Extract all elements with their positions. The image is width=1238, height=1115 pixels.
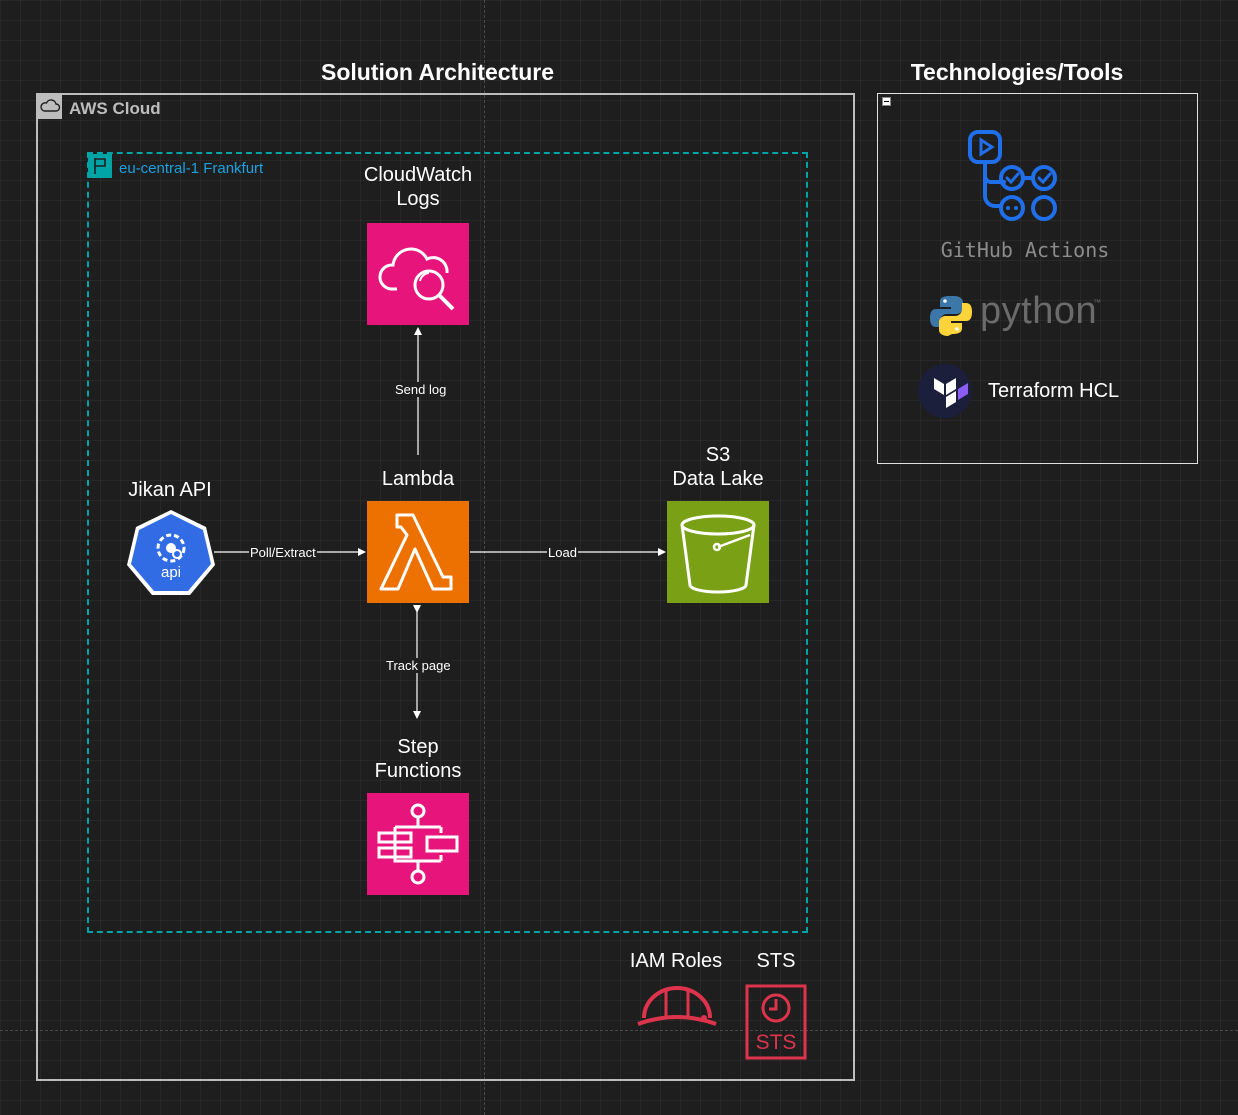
tools-box[interactable] xyxy=(877,93,1198,464)
lambda-label: Lambda xyxy=(381,468,455,490)
sts-icon-text: STS xyxy=(755,1031,797,1054)
lambda-node[interactable] xyxy=(367,501,469,603)
api-icon xyxy=(127,510,215,595)
iam-roles-node[interactable] xyxy=(636,984,718,1030)
python-icon xyxy=(930,294,972,336)
cloudwatch-icon xyxy=(367,223,469,325)
region-group[interactable] xyxy=(87,152,808,933)
page-break-horizontal xyxy=(0,1030,1238,1031)
sts-icon xyxy=(745,984,807,1060)
jikan-label: Jikan API xyxy=(128,479,212,501)
github-actions-icon xyxy=(966,130,1060,224)
edge-label-send-log: Send log xyxy=(394,382,448,397)
step-functions-node[interactable] xyxy=(367,793,469,895)
s3-bucket-icon xyxy=(667,501,769,603)
diagram-title: Solution Architecture xyxy=(321,59,554,85)
edge-label-poll: Poll/Extract xyxy=(249,545,317,560)
iam-helmet-icon xyxy=(637,986,717,1026)
collapse-icon[interactable] xyxy=(882,97,891,106)
api-icon-text: api xyxy=(160,564,182,581)
aws-cloud-label: AWS Cloud xyxy=(69,99,161,118)
step-functions-icon xyxy=(367,793,469,895)
iam-label: IAM Roles xyxy=(629,950,723,972)
cloudwatch-logs-node[interactable] xyxy=(367,223,469,325)
cloud-icon xyxy=(38,95,62,119)
region-label: eu-central-1 Frankfurt xyxy=(119,160,264,177)
python-trademark: ™ xyxy=(1093,298,1101,307)
lambda-icon xyxy=(367,501,469,603)
github-actions-label: GitHub Actions xyxy=(940,238,1110,262)
jikan-api-node[interactable]: api xyxy=(126,508,216,596)
terraform-label: Terraform HCL xyxy=(988,380,1120,402)
flag-icon xyxy=(88,154,112,178)
sts-label: STS xyxy=(756,950,796,972)
s3-node[interactable] xyxy=(667,501,769,603)
page-break-vertical xyxy=(484,0,485,1115)
python-label: python xyxy=(980,290,1098,332)
edge-label-track-page: Track page xyxy=(385,658,452,673)
edge-label-load: Load xyxy=(547,545,578,560)
sts-node[interactable]: STS xyxy=(745,984,807,1060)
aws-cloud-group[interactable] xyxy=(36,93,855,1081)
tools-title: Technologies/Tools xyxy=(910,59,1124,85)
terraform-icon xyxy=(918,364,972,418)
